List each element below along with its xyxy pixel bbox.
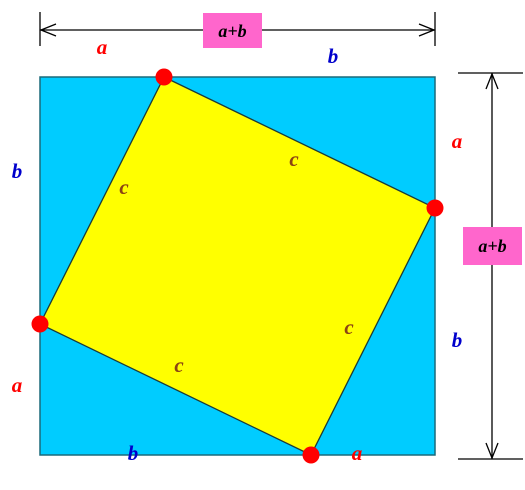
top-dimension: a+b <box>39 12 436 48</box>
vertex-dot-bottom <box>302 446 320 464</box>
right-dimension-arrow-bottom <box>485 442 499 460</box>
top-dimension-arrow-right <box>418 23 436 37</box>
vertex-dot-right <box>426 199 444 217</box>
label-right-b: b <box>452 328 463 352</box>
label-c-top: c <box>289 147 299 171</box>
label-left-a: a <box>12 373 23 397</box>
top-sum-box <box>203 13 262 48</box>
right-sum-box <box>463 227 522 265</box>
label-c-bottom: c <box>174 353 184 377</box>
vertex-dot-top <box>155 68 173 86</box>
label-bottom-a: a <box>352 441 363 465</box>
label-bottom-b: b <box>128 441 139 465</box>
label-right-a: a <box>452 129 463 153</box>
label-left-b: b <box>12 159 23 183</box>
right-dimension: a+b <box>458 72 523 460</box>
label-top-b: b <box>328 44 339 68</box>
vertex-dot-left <box>31 315 49 333</box>
top-dimension-arrow-left <box>39 23 57 37</box>
label-c-left: c <box>119 175 129 199</box>
top-sum-label: a+b <box>218 21 246 41</box>
label-c-right: c <box>344 315 354 339</box>
right-sum-label: a+b <box>478 236 506 256</box>
right-dimension-arrow-top <box>485 72 499 90</box>
label-top-a: a <box>97 35 108 59</box>
